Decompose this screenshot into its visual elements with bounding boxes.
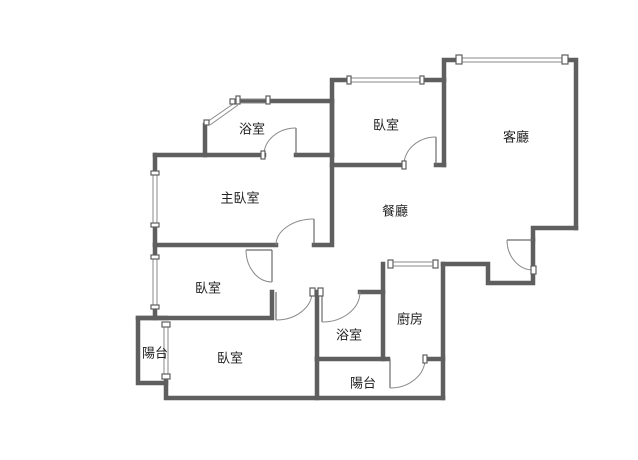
window-bedroom-mid-west: [150, 254, 160, 310]
wall-master-east: [311, 162, 335, 248]
door-corridor: [275, 287, 316, 321]
room-label-dining: 餐廳: [381, 204, 409, 220]
door-bedroom-top: [401, 136, 437, 170]
room-label-balcony-bottom: 陽台: [349, 376, 377, 392]
door-bath-top: [260, 127, 297, 160]
doors: [245, 127, 537, 389]
window-bath-top: [203, 95, 271, 126]
windows: [150, 54, 569, 380]
room-label-bedroom-bottom: 臥室: [216, 351, 244, 367]
door-master: [275, 218, 315, 246]
wall-bedroom-mid-south: [135, 289, 275, 321]
room-label-bath-mid: 浴室: [335, 328, 363, 344]
wall-bath-mid-north: [357, 261, 386, 295]
wall-living-north: [441, 57, 579, 231]
room-label-living: 客廳: [502, 130, 530, 146]
window-kitchen-north: [387, 259, 439, 269]
window-bedroom-bottom-west: [161, 321, 171, 380]
window-living-top: [455, 54, 569, 65]
room-label-bedroom-mid: 臥室: [194, 281, 222, 297]
wall-bedroom-bottom: [163, 373, 446, 401]
wall-living-south: [440, 237, 536, 286]
room-label-bedroom-top: 臥室: [372, 118, 400, 134]
door-bath-mid: [317, 287, 361, 323]
window-bedroom-top: [346, 75, 425, 85]
wall-balcony-left: [135, 315, 169, 386]
walls: [135, 57, 579, 401]
door-living-balcony: [506, 239, 537, 275]
door-bedroom-mid: [245, 249, 273, 283]
window-master-west: [150, 170, 160, 228]
room-label-balcony-left: 陽台: [141, 346, 169, 362]
room-label-master: 主臥室: [220, 191, 260, 207]
door-balcony-bottom: [389, 354, 428, 389]
room-label-bath-top: 浴室: [238, 122, 266, 138]
wall-living-east: [530, 225, 579, 243]
room-label-kitchen: 廚房: [396, 312, 424, 328]
